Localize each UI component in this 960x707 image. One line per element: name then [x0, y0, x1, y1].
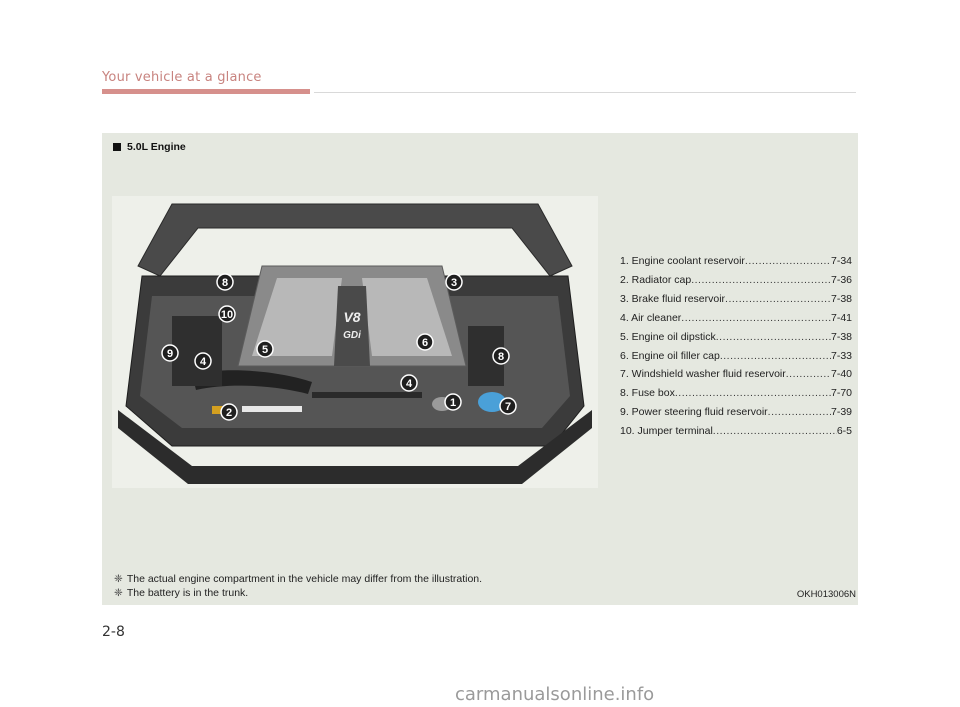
- header-divider: [314, 92, 856, 93]
- note-marker-icon: ❈: [114, 587, 123, 599]
- legend-item-name: 10. Jumper terminal: [620, 425, 713, 438]
- engine-badge-v8: V8: [343, 309, 360, 325]
- legend-leader-dots: [675, 384, 831, 403]
- legend-item-page: 7-34: [830, 255, 852, 267]
- callout-marker: 4: [400, 374, 418, 392]
- legend-item: 9. Power steering fluid reservoir 7-39: [620, 403, 852, 422]
- legend-item-page: 6-5: [836, 425, 852, 438]
- legend-leader-dots: [716, 328, 831, 347]
- legend-item: 8. Fuse box 7-70: [620, 384, 852, 403]
- figure-code: OKH013006N: [796, 589, 856, 600]
- legend-item-name: 8. Fuse box: [620, 387, 675, 400]
- legend-leader-dots: [713, 422, 837, 441]
- note-row: ❈ The actual engine compartment in the v…: [114, 572, 482, 586]
- legend-item-name: 1. Engine coolant reservoir: [620, 255, 745, 267]
- legend-item: 3. Brake fluid reservoir 7-38: [620, 290, 852, 309]
- legend-item-name: 7. Windshield washer fluid reservoir: [620, 368, 786, 381]
- callout-number: 7: [505, 401, 511, 413]
- callout-number: 8: [498, 351, 504, 363]
- callout-number: 8: [222, 277, 228, 289]
- legend-item: 2. Radiator cap 7-36: [620, 271, 852, 290]
- callout-marker: 5: [256, 340, 274, 358]
- note-text: The battery is in the trunk.: [126, 587, 249, 599]
- callout-marker: 10: [218, 305, 236, 323]
- legend-leader-dots: [745, 252, 831, 271]
- header-accent-rule: [102, 89, 310, 94]
- callout-number: 1: [450, 397, 456, 409]
- note-marker-icon: ❈: [114, 573, 123, 585]
- note-row: ❈ The battery is in the trunk.: [114, 586, 482, 600]
- legend-item-page: 7-41: [830, 311, 852, 324]
- parts-legend: 1. Engine coolant reservoir 7-34 2. Radiat…: [620, 252, 852, 441]
- callout-marker: 1: [444, 393, 462, 411]
- legend-item-name: 6. Engine oil filler cap: [620, 349, 720, 362]
- legend-leader-dots: [725, 290, 831, 309]
- legend-item: 4. Air cleaner 7-41: [620, 309, 852, 328]
- legend-item-page: 7-38: [830, 292, 852, 305]
- legend-item-page: 7-70: [830, 387, 852, 400]
- callout-number: 9: [167, 348, 173, 360]
- callout-marker: 3: [445, 273, 463, 291]
- page-number: 2-8: [102, 624, 125, 640]
- callout-number: 3: [451, 277, 457, 289]
- note-text: The actual engine compartment in the veh…: [126, 573, 483, 585]
- callout-marker: 9: [161, 344, 179, 362]
- callout-layer: 8 3 10 5 6 9 4 8 4 1 7 2: [161, 273, 517, 421]
- square-bullet-icon: [113, 143, 121, 151]
- legend-item-name: 4. Air cleaner: [620, 311, 682, 324]
- legend-leader-dots: [720, 347, 831, 366]
- legend-item: 6. Engine oil filler cap 7-33: [620, 347, 852, 366]
- section-heading-label: 5.0L Engine: [127, 141, 186, 153]
- callout-marker: 8: [216, 273, 234, 291]
- legend-item-name: 5. Engine oil dipstick: [620, 330, 716, 343]
- legend-item-page: 7-39: [830, 406, 852, 419]
- callout-marker: 2: [220, 403, 238, 421]
- legend-item: 1. Engine coolant reservoir 7-34: [620, 252, 852, 271]
- legend-leader-dots: [681, 309, 831, 328]
- legend-item-name: 3. Brake fluid reservoir: [620, 292, 726, 305]
- legend-item-page: 7-33: [830, 349, 852, 362]
- legend-item-page: 7-36: [830, 273, 852, 286]
- page-header-title: Your vehicle at a glance: [102, 70, 262, 85]
- legend-item-page: 7-38: [830, 330, 852, 343]
- legend-item-page: 7-40: [830, 368, 852, 381]
- callout-marker: 7: [499, 397, 517, 415]
- callout-marker: 8: [492, 347, 510, 365]
- notes: ❈ The actual engine compartment in the v…: [114, 572, 482, 600]
- callout-number: 4: [406, 378, 413, 390]
- legend-leader-dots: [691, 271, 831, 290]
- engine-illustration: V8 GDi: [112, 196, 598, 488]
- legend-item: 5. Engine oil dipstick 7-38: [620, 328, 852, 347]
- engine-badge-gdi: GDi: [343, 330, 361, 341]
- legend-leader-dots: [768, 403, 831, 422]
- callout-marker: 4: [194, 352, 212, 370]
- callout-number: 4: [200, 356, 207, 368]
- callout-number: 10: [221, 309, 233, 321]
- callout-number: 2: [226, 407, 232, 419]
- callout-number: 5: [262, 344, 268, 356]
- legend-item-name: 2. Radiator cap: [620, 273, 692, 286]
- section-heading: 5.0L Engine: [113, 141, 186, 153]
- legend-item-name: 9. Power steering fluid reservoir: [620, 406, 768, 419]
- legend-item: 10. Jumper terminal 6-5: [620, 422, 852, 441]
- callout-marker: 6: [416, 333, 434, 351]
- watermark-text: carmanualsonline.info: [455, 684, 655, 705]
- legend-item: 7. Windshield washer fluid reservoir 7-40: [620, 365, 852, 384]
- callout-number: 6: [422, 337, 428, 349]
- legend-leader-dots: [786, 365, 831, 384]
